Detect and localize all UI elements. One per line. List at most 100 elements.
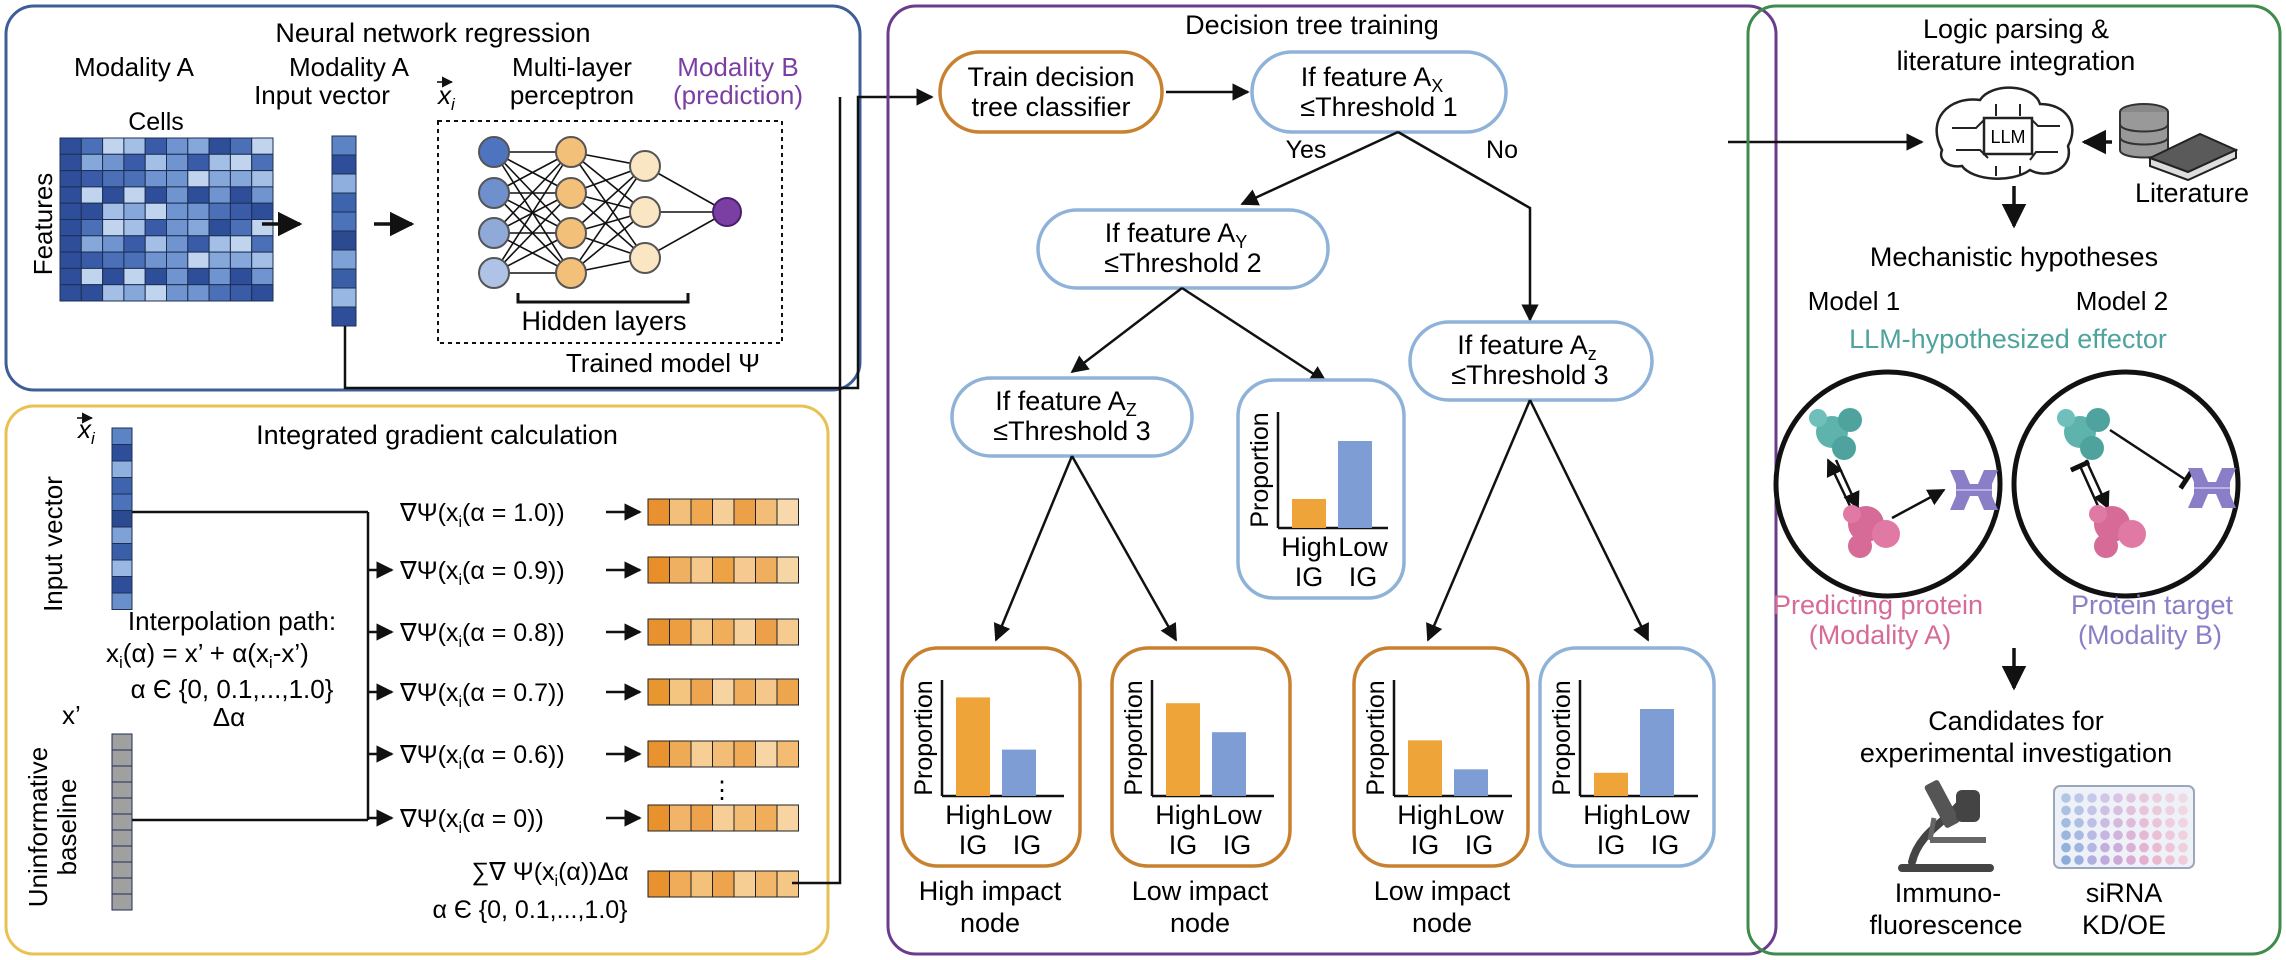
yes-label: Yes [1286,136,1327,164]
no-branch-arrow [1397,130,1539,322]
gradient-prefix: ∇Ψ(x [399,557,459,585]
gradient-cell [669,740,692,768]
trained-model-label: Trained model Ψ [566,348,760,378]
plate-well [2126,855,2136,865]
x-tick-low: Low [1640,800,1690,830]
plate-well [2100,855,2110,865]
plate-well [2152,805,2162,816]
gradient-rows: ∇Ψ(xi(α = 1.0))∇Ψ(xi(α = 0.9))∇Ψ(xi(α = … [368,498,799,837]
gradient-subscript: i [458,820,462,837]
gradient-cell [690,678,713,706]
gradient-prefix: ∇Ψ(x [399,805,459,833]
vector-cell [111,592,133,610]
interpolation-title: Interpolation path: [128,606,336,636]
x-tick-ig: IG [1223,830,1252,860]
arrow [1070,455,1178,642]
vector-cell [331,306,357,327]
heatmap-cell [229,235,253,253]
train-label-1: Train decision [967,62,1134,92]
x-tick-high: High [1281,532,1337,562]
heatmap-cell [123,235,146,253]
root-label-1: If feature AX [1301,62,1444,96]
vector-cell [111,845,133,863]
split-z-label-1: If feature AZ [995,386,1137,420]
heatmap-cell [229,153,253,172]
vector-cell [111,559,133,577]
heatmap-cell [144,219,167,237]
plate-well [2165,830,2175,840]
heatmap-cell [59,219,82,237]
vector-cell [111,797,133,815]
arrow [1528,399,1650,642]
heatmap-cell [102,186,125,204]
leaf-node-box [1236,378,1406,600]
gradient-cell [733,678,756,706]
mlp-node [629,150,661,182]
plate-well [2087,793,2097,803]
features-label: Features [28,173,58,276]
plate-well [2126,793,2136,803]
heatmap-cell [144,186,167,204]
gradient-cell [776,678,799,706]
gradient-prefix: ∇Ψ(x [399,499,459,527]
plate-well [2074,793,2084,803]
vector-cell [111,877,133,895]
llm-brain-icon: LLM [1935,86,2074,180]
panel-title: Neural network regression [275,18,590,48]
gradient-cell [712,556,735,584]
heatmap-cell [80,235,104,253]
arrow [1181,286,1328,384]
x-tick-low: Low [1212,800,1262,830]
gradient-alpha: (α = 0.7)) [462,679,565,707]
gradient-cell [647,678,670,706]
low-impact-label-4: node [1412,908,1472,938]
predicting-protein-icon [1843,505,1900,558]
heatmap-cell [166,235,189,253]
mlp-node [629,196,661,228]
gradient-cell [712,618,735,646]
heatmap-cell [229,137,253,155]
gradient-cell [690,618,713,646]
plate-well [2165,793,2175,803]
gradient-cell [690,740,713,768]
gradient-cell [669,498,692,526]
heatmap-cell [123,284,146,302]
heatmap-cell [144,170,167,188]
x-prime-label: x’ [62,700,81,730]
sum-alpha-set: α Є {0, 0.1,...,1.0} [432,896,627,924]
gradient-cell [669,678,692,706]
arrow [993,455,1074,642]
x-tick-ig: IG [959,830,988,860]
literature-label: Literature [2135,178,2249,208]
heatmap-cell [144,202,167,220]
mlp-edge [570,165,646,274]
gradient-cell [755,678,778,706]
heatmap-cell [123,137,146,155]
bar-low-ig [1212,732,1246,796]
sum-cell [690,870,713,898]
microscope-icon [1898,780,1994,872]
gradient-subscript: i [458,756,462,773]
gradient-cell [647,740,670,768]
high-impact-label-2: node [960,908,1020,938]
plate-well [2152,818,2162,828]
heatmap-cell [208,284,231,302]
panel-logic-parsing: Logic parsing & literature integration L… [1746,4,2282,956]
gradient-cell [776,498,799,526]
bar-high-ig [1408,740,1442,796]
heatmap-cell [208,186,231,204]
heatmap-cell [208,170,231,188]
vector-cell [111,765,133,783]
y-axis-label: Proportion [1120,680,1148,795]
gradient-cell [776,740,799,768]
split-z2-label-1: If feature Az [1457,330,1597,364]
plate-well [2061,805,2071,816]
alpha-set: α Є {0, 0.1,...,1.0} [131,674,334,704]
gradient-cell [712,498,735,526]
mlp-label-2: perceptron [510,80,634,110]
heatmap-cell [166,186,189,204]
plate-well [2165,855,2175,865]
plate-well [2165,818,2175,828]
gradient-cell [755,618,778,646]
